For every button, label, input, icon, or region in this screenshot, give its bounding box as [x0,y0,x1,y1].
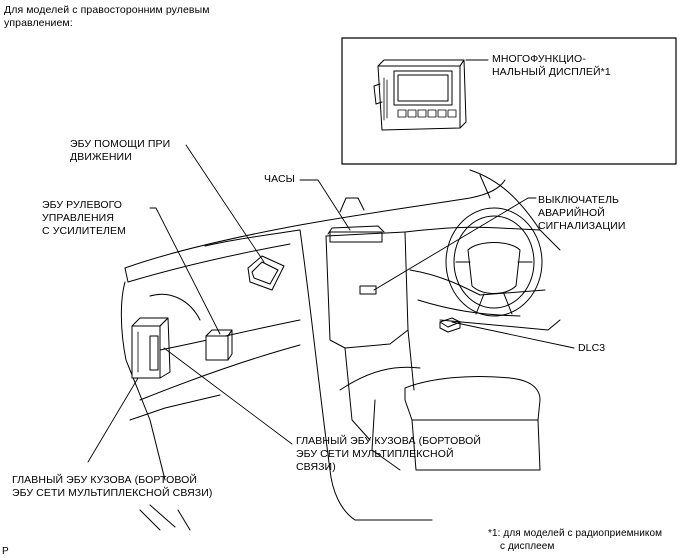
label-multi-display-1: МНОГОФУНКЦИО- [492,53,586,65]
label-main-ecu-right-1: ГЛАВНЫЙ ЭБУ КУЗОВА (БОРТОВОЙ [296,435,482,447]
label-dlc3: DLC3 [578,342,606,354]
eps-ecu-part [205,329,233,361]
label-main-ecu-right-2: ЭБУ СЕТИ МУЛЬТИПЛЕКСНОЙ [296,448,454,460]
label-hazard-2: АВАРИЙНОЙ [538,207,605,219]
dashboard-outline [120,169,561,531]
label-eps-ecu-3: С УСИЛИТЕЛЕМ [42,225,126,237]
label-main-ecu-left-2: ЭБУ СЕТИ МУЛЬТИПЛЕКСНОЙ СВЯЗИ) [12,487,213,499]
main-body-ecu-part [131,317,171,379]
label-multi-display-2: НАЛЬНЫЙ ДИСПЛЕЙ*1 [492,66,611,78]
corner-code: P [2,546,9,557]
header-line-2: управлением: [4,17,73,29]
label-hazard-3: СИГНАЛИЗАЦИИ [538,220,626,232]
label-eps-ecu-1: ЭБУ РУЛЕВОГО [42,199,123,211]
label-clock: ЧАСЫ [264,173,296,185]
leader-lines [87,59,575,463]
footnote-line-2: с дисплеем [500,541,555,552]
label-main-ecu-left-1: ГЛАВНЫЙ ЭБУ КУЗОВА (БОРТОВОЙ [12,474,198,486]
label-assist-ecu-1: ЭБУ ПОМОЩИ ПРИ [70,138,171,150]
label-assist-ecu-2: ДВИЖЕНИИ [70,151,132,163]
assist-ecu-part [247,255,285,291]
label-hazard-1: ВЫКЛЮЧАТЕЛЬ [538,194,620,206]
multifunction-display-drawing [373,59,467,131]
label-eps-ecu-2: УПРАВЛЕНИЯ [42,212,115,224]
header-line-1: Для моделей с правосторонним рулевым [4,4,210,16]
footnote-line-1: *1: для моделей с радиоприемником [488,528,663,539]
label-main-ecu-right-3: СВЯЗИ) [296,461,336,473]
